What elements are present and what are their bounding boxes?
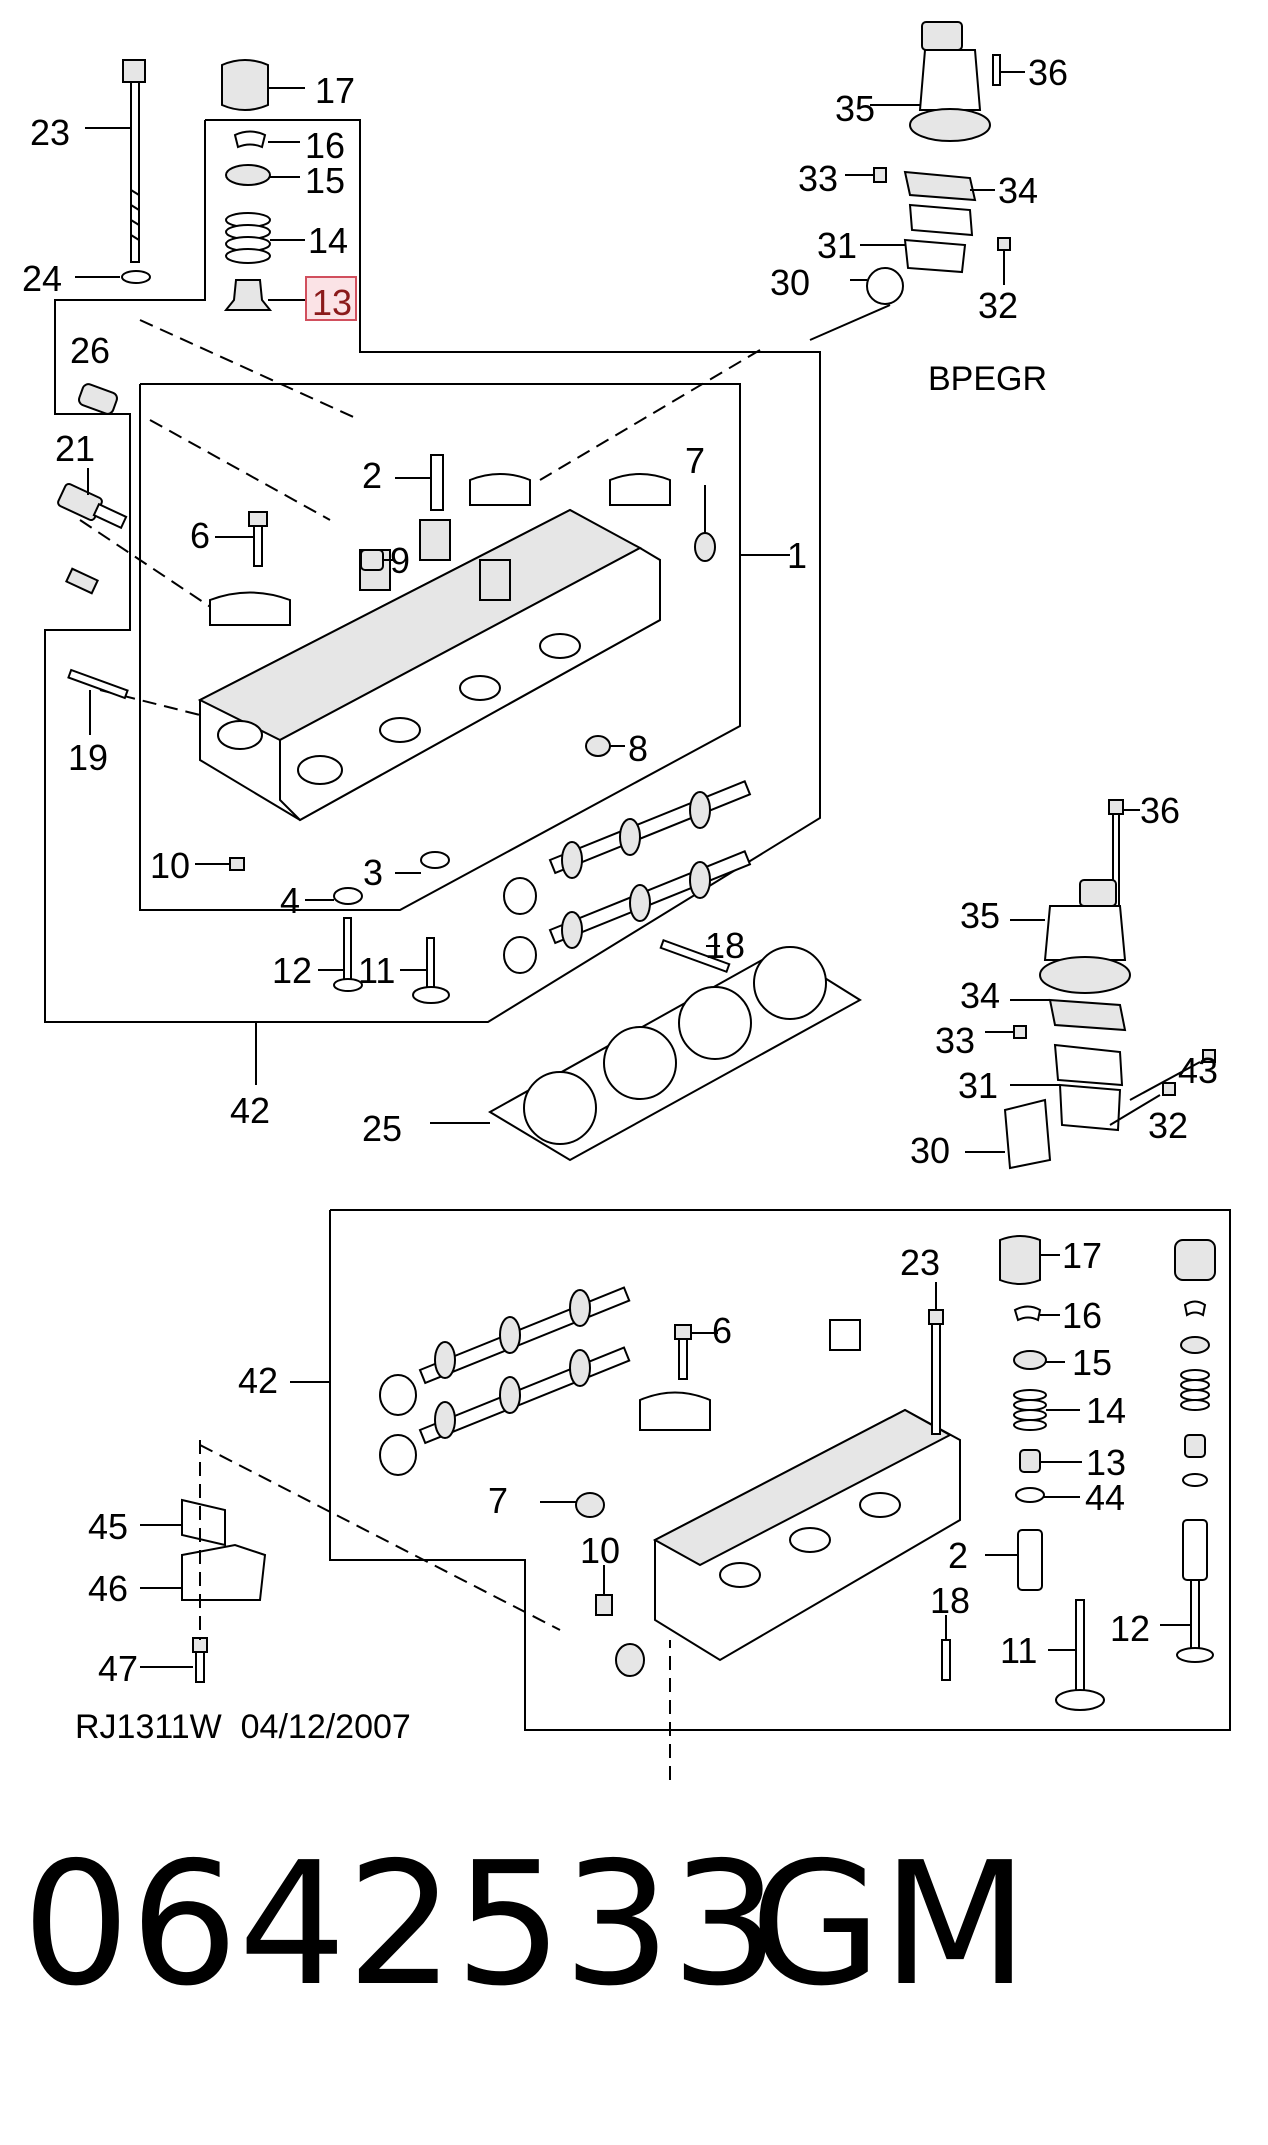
callout-egr_mid-0: 36 (1140, 790, 1181, 831)
valve-spring-icon (225, 212, 271, 264)
callout-egr_mid-2: 34 (960, 975, 1001, 1016)
callout-upper-13: 1 (787, 535, 808, 576)
egr-top-label: BPEGR (928, 360, 1048, 398)
sensor-icon (57, 482, 128, 595)
callout-lower-0: 23 (900, 1242, 941, 1283)
callout-upper-20: 11 (358, 950, 396, 991)
diagram-caption: RJ1311W 04/12/2007 (75, 1708, 411, 1746)
callout-lower-10: 10 (580, 1530, 621, 1571)
callout-lower-12: 18 (930, 1580, 971, 1621)
callout-upper-5: 24 (22, 258, 63, 299)
callout-upper-12: 9 (390, 540, 411, 581)
egr-mid-assembly (965, 799, 1216, 1170)
callout-egr_top-2: 33 (798, 158, 839, 199)
callout-egr_top-1: 35 (835, 88, 876, 129)
callout-upper-15: 8 (628, 728, 649, 769)
callout-upper-19: 12 (272, 950, 313, 991)
callout-lower-4: 42 (238, 1360, 279, 1401)
callout-upper-9: 2 (362, 455, 383, 496)
lower-assembly (140, 1209, 1231, 1780)
callout-egr_top-5: 30 (770, 262, 811, 303)
callout-upper-7: 26 (70, 330, 111, 371)
camshaft-icon (548, 780, 752, 949)
upper-assembly (44, 59, 862, 1162)
callout-upper-23: 25 (362, 1108, 403, 1149)
callout-egr_top-4: 31 (817, 225, 858, 266)
callout-lower-8: 7 (488, 1480, 509, 1521)
callout-upper-4: 14 (308, 220, 349, 261)
brand-name: GM (750, 1826, 1029, 2024)
callout-lower-15: 45 (88, 1506, 129, 1547)
callout-lower-17: 47 (98, 1648, 139, 1689)
callout-lower-14: 11 (1000, 1630, 1038, 1671)
callout-upper-0: 23 (30, 112, 71, 153)
callout-upper-18: 4 (280, 880, 301, 921)
callout-upper-3: 15 (305, 160, 346, 201)
callout-egr_top-3: 34 (998, 170, 1039, 211)
callout-egr_mid-3: 33 (935, 1020, 976, 1061)
callout-lower-11: 2 (948, 1535, 969, 1576)
callout-upper-6: 13 (312, 282, 353, 323)
callout-upper-21: 18 (705, 925, 746, 966)
callout-upper-17: 3 (363, 852, 384, 893)
callout-egr_mid-1: 35 (960, 895, 1001, 936)
callout-lower-1: 17 (1062, 1235, 1103, 1276)
egr-top-assembly (809, 21, 1025, 341)
callout-upper-16: 10 (150, 845, 191, 886)
callout-upper-8: 21 (55, 428, 96, 469)
callout-lower-16: 46 (88, 1568, 129, 1609)
callout-lower-5: 15 (1072, 1342, 1113, 1383)
highlight-box (305, 276, 357, 321)
callout-lower-7: 13 (1086, 1442, 1127, 1483)
callout-upper-10: 7 (685, 440, 706, 481)
valve-spring-icon-lower (1013, 1389, 1047, 1431)
cylinder-head-icon (197, 473, 671, 822)
callout-lower-2: 6 (712, 1310, 733, 1351)
cylinder-head-icon-lower (639, 1319, 961, 1662)
callout-upper-14: 19 (68, 737, 109, 778)
callout-egr_mid-4: 43 (1178, 1050, 1219, 1091)
callout-upper-11: 6 (190, 515, 211, 556)
callout-upper-2: 16 (305, 125, 346, 166)
callout-lower-9: 44 (1085, 1477, 1126, 1518)
camshaft-icon-lower (418, 1286, 631, 1445)
part-number: 0642533 (22, 1826, 780, 2024)
callout-upper-1: 17 (315, 70, 356, 111)
callout-lower-6: 14 (1086, 1390, 1127, 1431)
callout-egr_top-6: 32 (978, 285, 1019, 326)
callout-egr_mid-6: 32 (1148, 1105, 1189, 1146)
callout-egr_top-0: 36 (1028, 52, 1069, 93)
callout-lower-3: 16 (1062, 1295, 1103, 1336)
callout-upper-22: 42 (230, 1090, 271, 1131)
head-gasket-icon (488, 946, 862, 1162)
callout-egr_mid-7: 30 (910, 1130, 951, 1171)
callout-egr_mid-5: 31 (958, 1065, 999, 1106)
callout-lower-13: 12 (1110, 1608, 1151, 1649)
